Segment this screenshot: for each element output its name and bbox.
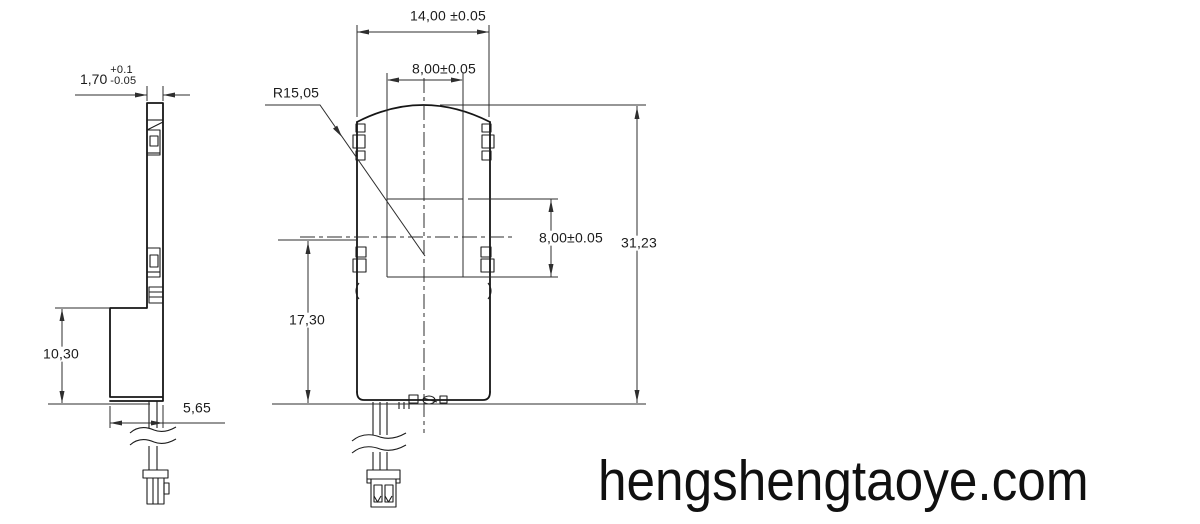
dim-thickness-value: 1,70 (80, 71, 108, 87)
wire-break-line (129, 426, 177, 434)
dim-base-width-label: 5,65 (182, 399, 212, 416)
side-view (48, 86, 225, 505)
side-view-details (146, 119, 164, 304)
dim-thickness-tolerance: +0.1 -0.05 (110, 65, 136, 87)
dim-thickness-label: 1,70 +0.1 -0.05 (80, 65, 136, 88)
dim-overall-height-label: 31,23 (617, 235, 661, 251)
wire-break-line (129, 438, 177, 446)
front-view (265, 25, 646, 508)
sensing-window (387, 198, 558, 278)
dim-lens-width-label: 8,00±0.05 (412, 60, 476, 77)
front-view-dimensions (265, 25, 646, 405)
dim-thickness-tol-plus: +0.1 (110, 64, 133, 76)
side-view-connector (142, 469, 170, 505)
dim-thickness-tol-minus: -0.05 (110, 75, 137, 87)
front-view-clips (352, 123, 495, 300)
wire-break-line (351, 444, 407, 454)
side-view-dimensions (48, 86, 225, 428)
watermark-text: hengshengtaoye.com (598, 449, 1089, 513)
dim-lens-radius-label: R15,05 (272, 84, 320, 101)
side-view-wire (129, 401, 177, 470)
wire-break-line (351, 432, 407, 442)
dim-overall-width-label: 14,00 ±0.05 (409, 7, 487, 24)
side-view-outline (109, 102, 164, 402)
dim-base-height-label: 10,30 (39, 346, 83, 362)
front-view-wires (351, 402, 407, 470)
front-view-centerlines (300, 78, 515, 433)
radius-leader (265, 104, 426, 257)
front-view-connector (366, 469, 401, 508)
dim-window-height-label: 8,00±0.05 (536, 230, 606, 246)
front-view-bottom-latch (398, 394, 448, 409)
dim-body-height-label: 17,30 (285, 312, 329, 328)
